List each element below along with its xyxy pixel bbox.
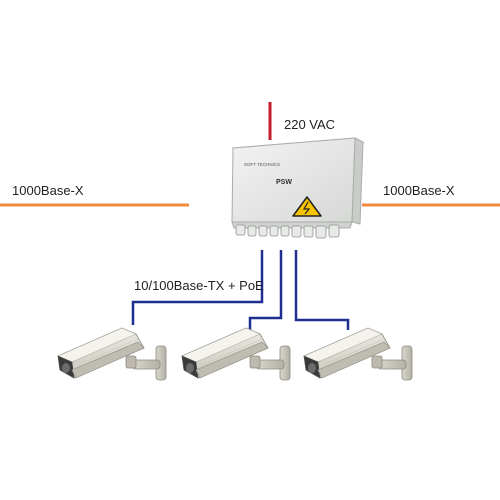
ethernet-links: [131, 250, 350, 330]
camera-1: [57, 327, 167, 381]
uplink-left-label: 1000Base-X: [12, 183, 84, 198]
high-voltage-warning-icon: [292, 196, 322, 217]
uplink-right-label: 1000Base-X: [383, 183, 455, 198]
link-camera-3: [294, 250, 350, 330]
camera-link-label: 10/100Base-TX + PoE: [134, 278, 264, 293]
psw-switch: SOFT TECHNICS PSW: [231, 137, 365, 239]
power-label: 220 VAC: [284, 117, 336, 132]
link-camera-1: [131, 250, 264, 325]
cable-glands: [235, 224, 340, 239]
camera-3: [303, 327, 413, 381]
device-model: PSW: [276, 179, 292, 186]
link-camera-2: [248, 250, 283, 330]
camera-2: [181, 327, 291, 381]
brand-logo: SOFT TECHNICS: [244, 162, 280, 167]
